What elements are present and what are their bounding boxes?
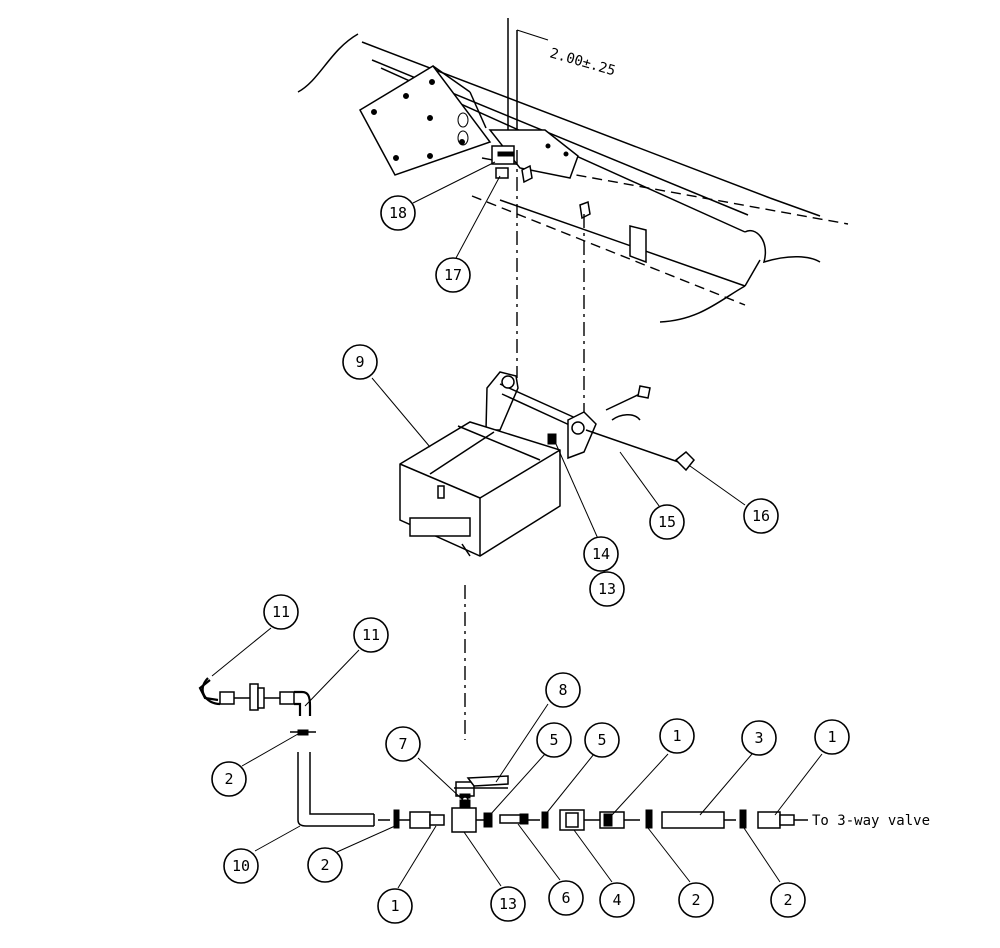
callout-1-top-right: 1 bbox=[814, 719, 850, 755]
destination-label: To 3-way valve bbox=[812, 813, 930, 829]
callout-1-top-mid: 1 bbox=[659, 718, 695, 754]
callout-15: 15 bbox=[649, 504, 685, 540]
svg-text:3: 3 bbox=[754, 729, 763, 747]
svg-text:13: 13 bbox=[598, 580, 616, 598]
callout-6: 6 bbox=[548, 880, 584, 916]
svg-text:2: 2 bbox=[224, 770, 233, 788]
svg-text:14: 14 bbox=[592, 545, 610, 563]
callout-14: 14 bbox=[583, 536, 619, 572]
callout-2-bottom-c: 2 bbox=[770, 882, 806, 918]
callout-11-left: 11 bbox=[263, 594, 299, 630]
callout-8: 8 bbox=[545, 672, 581, 708]
main-line bbox=[378, 799, 808, 833]
svg-text:1: 1 bbox=[390, 897, 399, 915]
callout-16: 16 bbox=[743, 498, 779, 534]
svg-text:4: 4 bbox=[612, 891, 621, 909]
svg-text:10: 10 bbox=[232, 857, 250, 875]
svg-text:16: 16 bbox=[752, 507, 770, 525]
callout-18: 18 bbox=[380, 195, 416, 231]
svg-text:5: 5 bbox=[597, 731, 606, 749]
svg-text:1: 1 bbox=[672, 727, 681, 745]
callout-5-right: 5 bbox=[584, 722, 620, 758]
leader-lines bbox=[211, 161, 823, 889]
svg-text:7: 7 bbox=[398, 735, 407, 753]
shutoff-valve bbox=[454, 775, 509, 804]
callout-1-bottom: 1 bbox=[377, 888, 413, 924]
callout-2-bottom-b: 2 bbox=[678, 882, 714, 918]
svg-text:11: 11 bbox=[362, 626, 380, 644]
callout-13-upper: 13 bbox=[589, 571, 625, 607]
callout-4: 4 bbox=[599, 882, 635, 918]
dimension-note: 2.00±.25 bbox=[548, 45, 617, 79]
callout-10: 10 bbox=[223, 848, 259, 884]
callout-17: 17 bbox=[435, 257, 471, 293]
callout-13-lower: 13 bbox=[490, 886, 526, 922]
top-plumbing bbox=[198, 677, 316, 736]
hose-10 bbox=[297, 752, 375, 827]
svg-text:11: 11 bbox=[272, 603, 290, 621]
svg-text:18: 18 bbox=[389, 204, 407, 222]
callout-3: 3 bbox=[741, 720, 777, 756]
pin-hardware bbox=[585, 385, 696, 472]
callout-2-bottom-a: 2 bbox=[307, 847, 343, 883]
tool-box bbox=[399, 371, 597, 557]
svg-text:6: 6 bbox=[561, 889, 570, 907]
svg-text:2: 2 bbox=[783, 891, 792, 909]
svg-text:2: 2 bbox=[320, 856, 329, 874]
boom-frame: 2.00±.25 bbox=[297, 18, 849, 323]
callout-11-right: 11 bbox=[353, 617, 389, 653]
callout-9: 9 bbox=[342, 344, 378, 380]
svg-text:5: 5 bbox=[549, 731, 558, 749]
svg-text:2: 2 bbox=[691, 891, 700, 909]
svg-text:9: 9 bbox=[355, 353, 364, 371]
svg-text:17: 17 bbox=[444, 266, 462, 284]
svg-text:1: 1 bbox=[827, 728, 836, 746]
svg-text:8: 8 bbox=[558, 681, 567, 699]
callout-7: 7 bbox=[385, 726, 421, 762]
svg-text:15: 15 bbox=[658, 513, 676, 531]
mount-lines bbox=[464, 150, 585, 740]
callout-2-left: 2 bbox=[211, 761, 247, 797]
callout-5-left: 5 bbox=[536, 722, 572, 758]
svg-text:13: 13 bbox=[499, 895, 517, 913]
